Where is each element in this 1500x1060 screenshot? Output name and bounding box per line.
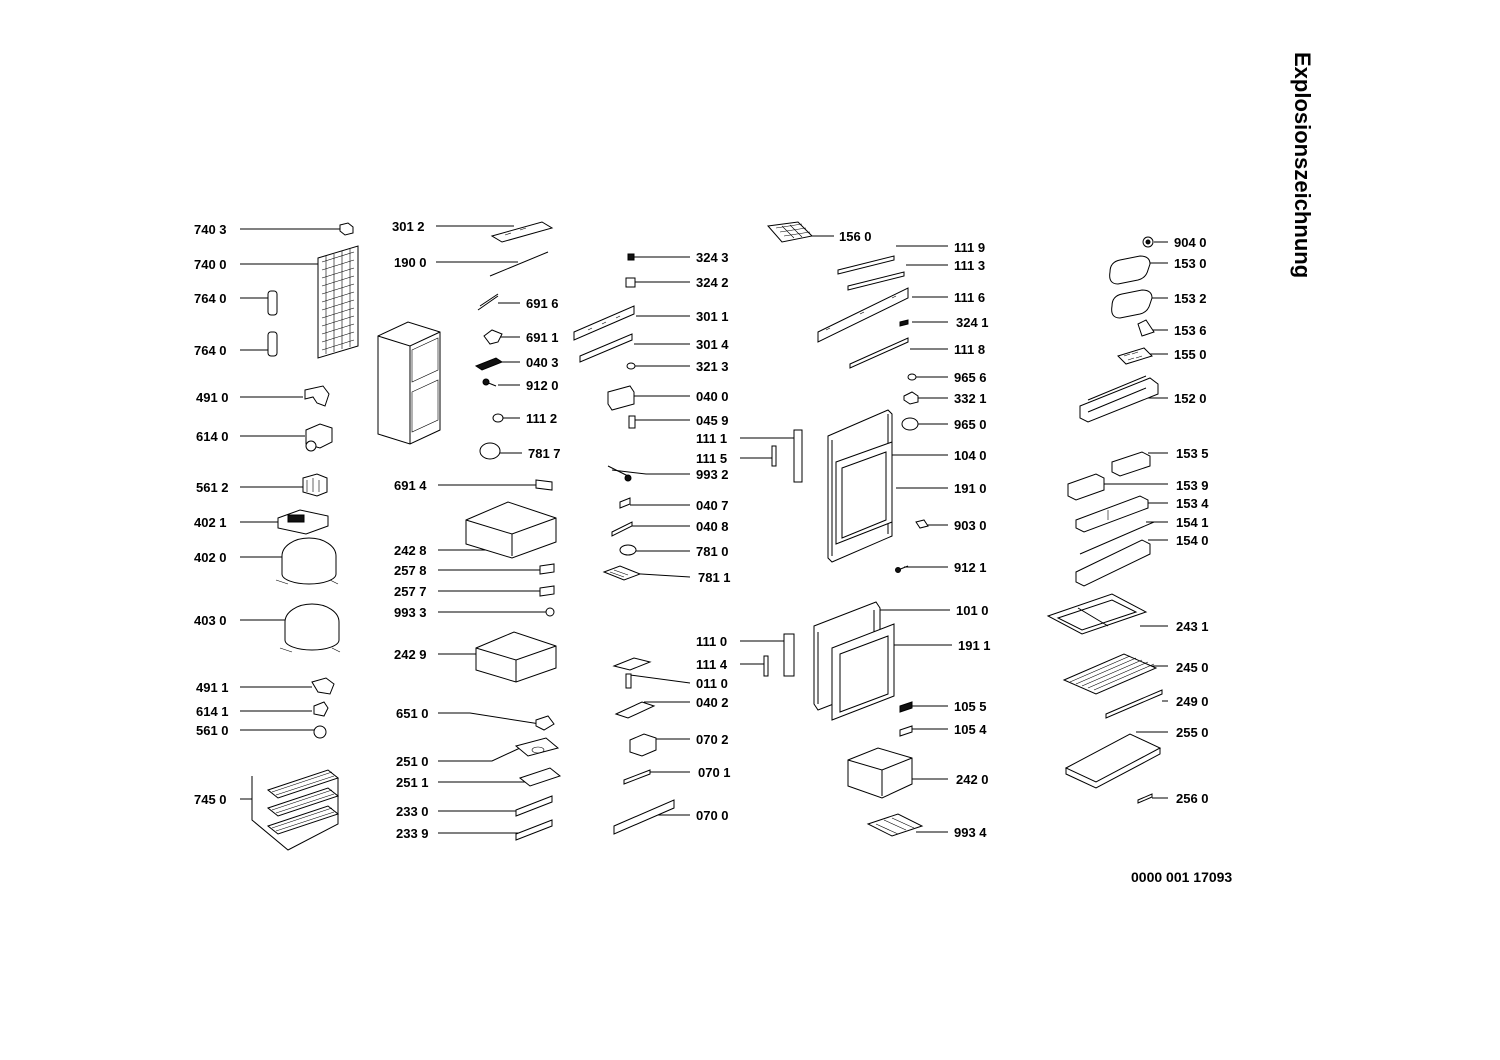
part-label: 111 5 [696, 451, 727, 466]
part-label: 251 1 [396, 775, 429, 790]
part-label: 691 6 [526, 296, 559, 311]
part-label: 152 0 [1174, 391, 1207, 406]
part-label: 154 0 [1176, 533, 1209, 548]
column-1: 740 3 740 0 764 0 764 0 491 0 614 0 561 … [194, 222, 359, 851]
part-label: 070 0 [696, 808, 729, 823]
part-label: 651 0 [396, 706, 429, 721]
part-label: 691 4 [394, 478, 427, 493]
part-label: 111 6 [954, 290, 985, 305]
part-label: 781 7 [528, 446, 561, 461]
part-label: 332 1 [954, 391, 987, 406]
part-label: 251 0 [396, 754, 429, 769]
part-label: 153 4 [1176, 496, 1209, 511]
part-label: 324 3 [696, 250, 729, 265]
part-label: 191 0 [954, 481, 987, 496]
part-label: 101 0 [956, 603, 989, 618]
part-label: 491 1 [196, 680, 229, 695]
part-label: 233 9 [396, 826, 429, 841]
part-label: 040 7 [696, 498, 729, 513]
part-label: 045 9 [696, 413, 729, 428]
column-4: 156 0 111 9 111 3 111 6 324 1 111 8 965 … [767, 221, 991, 840]
part-label: 105 4 [954, 722, 987, 737]
part-label: 255 0 [1176, 725, 1209, 740]
part-label: 242 9 [394, 647, 427, 662]
part-label: 070 1 [698, 765, 731, 780]
part-label: 105 5 [954, 699, 987, 714]
part-label: 904 0 [1174, 235, 1207, 250]
part-label: 491 0 [196, 390, 229, 405]
part-label: 154 1 [1176, 515, 1209, 530]
part-label: 691 1 [526, 330, 559, 345]
part-label: 764 0 [194, 291, 227, 306]
part-label: 912 1 [954, 560, 987, 575]
part-label: 257 8 [394, 563, 427, 578]
part-label: 111 3 [954, 258, 985, 273]
part-label: 191 1 [958, 638, 991, 653]
column-2: 301 2 190 0 691 6 691 1 040 3 912 0 111 … [377, 219, 562, 841]
part-label: 324 2 [696, 275, 729, 290]
column-3: 324 3 324 2 301 1 301 4 321 3 040 0 045 … [573, 250, 803, 835]
part-label: 040 0 [696, 389, 729, 404]
part-label: 011 0 [696, 676, 728, 691]
part-label: 740 3 [194, 222, 227, 237]
part-label: 155 0 [1174, 347, 1207, 362]
part-label: 301 1 [696, 309, 729, 324]
part-label: 993 2 [696, 467, 729, 482]
document-number: 0000 001 17093 [1131, 869, 1232, 885]
part-label: 965 0 [954, 417, 987, 432]
part-label: 156 0 [839, 229, 872, 244]
part-label: 153 6 [1174, 323, 1207, 338]
part-label: 104 0 [954, 448, 987, 463]
part-label: 111 4 [696, 657, 728, 672]
part-label: 912 0 [526, 378, 559, 393]
part-label: 242 0 [956, 772, 989, 787]
part-label: 111 2 [526, 411, 557, 426]
part-label: 256 0 [1176, 791, 1209, 806]
part-label: 040 3 [526, 355, 559, 370]
part-label: 070 2 [696, 732, 729, 747]
part-label: 402 0 [194, 550, 227, 565]
part-label: 781 1 [698, 570, 731, 585]
part-label: 614 0 [196, 429, 229, 444]
part-label: 242 8 [394, 543, 427, 558]
part-label: 993 4 [954, 825, 987, 840]
column-5: 904 0 153 0 153 2 153 6 155 0 152 0 153 … [1046, 235, 1209, 806]
part-label: 740 0 [194, 257, 227, 272]
part-label: 764 0 [194, 343, 227, 358]
part-label: 781 0 [696, 544, 729, 559]
part-label: 903 0 [954, 518, 987, 533]
part-label: 321 3 [696, 359, 729, 374]
part-label: 249 0 [1176, 694, 1209, 709]
drawing-title: Explosionszeichnung [1290, 52, 1315, 278]
part-label: 561 2 [196, 480, 229, 495]
part-label: 111 8 [954, 342, 985, 357]
part-label: 153 0 [1174, 256, 1207, 271]
part-label: 153 2 [1174, 291, 1207, 306]
part-label: 965 6 [954, 370, 987, 385]
part-label: 111 1 [696, 431, 727, 446]
part-label: 243 1 [1176, 619, 1209, 634]
part-label: 745 0 [194, 792, 227, 807]
part-label: 111 0 [696, 634, 727, 649]
part-label: 403 0 [194, 613, 227, 628]
part-label: 040 2 [696, 695, 729, 710]
part-label: 614 1 [196, 704, 229, 719]
part-label: 245 0 [1176, 660, 1209, 675]
part-label: 153 5 [1176, 446, 1209, 461]
part-label: 257 7 [394, 584, 427, 599]
part-label: 402 1 [194, 515, 227, 530]
part-label: 111 9 [954, 240, 985, 255]
part-label: 190 0 [394, 255, 427, 270]
part-label: 301 4 [696, 337, 729, 352]
part-label: 040 8 [696, 519, 729, 534]
part-label: 153 9 [1176, 478, 1209, 493]
part-label: 993 3 [394, 605, 427, 620]
part-label: 233 0 [396, 804, 429, 819]
part-label: 324 1 [956, 315, 989, 330]
part-label: 561 0 [196, 723, 229, 738]
part-label: 301 2 [392, 219, 425, 234]
